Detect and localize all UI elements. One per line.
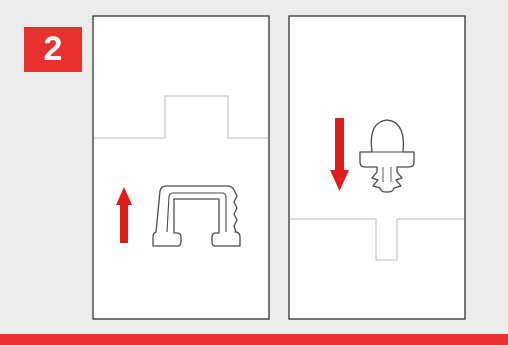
channel-clip-part (152, 185, 241, 247)
fir-tree-rivet-part (359, 119, 415, 193)
left-panel-frame (92, 15, 270, 320)
step-number: 2 (44, 30, 63, 68)
arrow-up-icon (116, 187, 132, 243)
arrow-down-icon (330, 118, 349, 191)
panel-hole-outline (290, 218, 464, 261)
right-panel (288, 15, 466, 320)
panel-slot-outline (94, 95, 268, 139)
channel-clip-inner (166, 192, 227, 233)
step-badge-background (24, 27, 82, 72)
bottom-accent-bar (0, 334, 508, 345)
left-panel (92, 15, 270, 320)
step-badge: 2 (24, 27, 82, 72)
